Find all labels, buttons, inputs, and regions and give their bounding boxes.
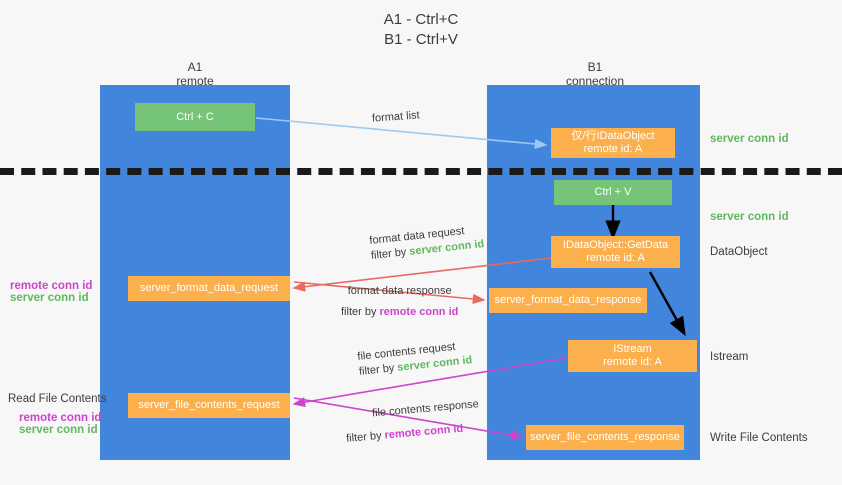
annotation-file-contents-request: file contents request filter by server c… [357, 338, 473, 380]
annotation-format-list-label: format list [371, 109, 421, 125]
label-server-conn-id-2: server conn id [19, 424, 98, 436]
box-istream[interactable]: IStream remote id: A [568, 340, 697, 372]
column-header-b1: B1 connection [530, 60, 660, 88]
box-server-file-contents-response-label: server_file_contents_response [530, 431, 680, 443]
box-server-file-contents-response[interactable]: server_file_contents_response [526, 425, 684, 450]
phase-separator-dashed-line [0, 168, 842, 175]
annotation-file-contents-response-filter: filter by remote conn id [346, 420, 482, 447]
column-b1-sub: connection [565, 74, 625, 88]
box-idataobject-getdata-line2: remote id: A [586, 252, 645, 264]
box-idataobject-getdata[interactable]: IDataObject::GetData remote id: A [551, 236, 680, 268]
annotation-format-data-response-filter: filter by remote conn id [341, 305, 458, 320]
column-a1-sub: remote [176, 74, 214, 88]
annotation-format-data-response-label: format data response [347, 285, 452, 297]
box-data-object-top[interactable]: 仅/行IDataObject remote id: A [551, 128, 675, 158]
box-data-object-top-line2: remote id: A [583, 143, 643, 155]
box-idataobject-getdata-line1: IDataObject::GetData [562, 239, 669, 251]
filter-prefix: filter by [341, 306, 380, 318]
annotation-file-contents-response-label: file contents response [371, 398, 480, 420]
box-istream-line2: remote id: A [603, 356, 662, 368]
label-write-file-contents: Write File Contents [710, 432, 808, 444]
column-b1-name: B1 [587, 60, 603, 74]
box-server-file-contents-request-label: server_file_contents_request [138, 399, 280, 411]
box-ctrl-c-label: Ctrl + C [176, 110, 214, 123]
box-ctrl-v-label: Ctrl + V [594, 186, 632, 198]
filter-prefix: filter by [370, 245, 410, 262]
box-data-object-top-line1: 仅/行IDataObject [571, 130, 655, 142]
box-server-format-data-response-label: server_format_data_response [494, 294, 642, 306]
label-server-conn-id-top: server conn id [710, 133, 789, 145]
annotation-format-list: format list [372, 108, 421, 126]
box-server-format-data-request[interactable]: server_format_data_request [128, 276, 290, 301]
label-data-object: DataObject [710, 246, 768, 258]
annotation-format-data-request: format data request filter by server con… [369, 222, 485, 264]
diagram-title: A1 - Ctrl+C B1 - Ctrl+V [0, 10, 842, 50]
title-line-2: B1 - Ctrl+V [384, 31, 458, 48]
label-remote-conn-id-2: remote conn id [19, 412, 102, 424]
filter-value-remote-conn-id: remote conn id [379, 306, 459, 318]
title-line-1: A1 - Ctrl+C [383, 11, 459, 28]
filter-value-remote-conn-id: remote conn id [384, 422, 464, 442]
filter-prefix: filter by [358, 361, 398, 378]
annotation-format-data-response: format data response filter by remote co… [341, 284, 458, 320]
box-istream-line1: IStream [613, 343, 652, 355]
box-server-file-contents-request[interactable]: server_file_contents_request [128, 393, 290, 418]
box-server-format-data-response[interactable]: server_format_data_response [489, 288, 647, 313]
label-istream: Istream [710, 351, 749, 363]
column-a1-name: A1 [187, 60, 203, 74]
box-ctrl-v[interactable]: Ctrl + V [554, 180, 672, 205]
annotation-file-contents-response: file contents response filter by remote … [344, 397, 482, 447]
label-remote-conn-id-1: remote conn id [10, 280, 93, 292]
label-server-conn-id-1: server conn id [10, 292, 89, 304]
box-ctrl-c[interactable]: Ctrl + C [135, 103, 255, 131]
column-header-a1: A1 remote [130, 60, 260, 88]
box-server-format-data-request-label: server_format_data_request [139, 282, 279, 294]
label-read-file-contents: Read File Contents [8, 393, 107, 405]
label-server-conn-id-second: server conn id [710, 211, 789, 223]
filter-prefix: filter by [345, 429, 386, 445]
